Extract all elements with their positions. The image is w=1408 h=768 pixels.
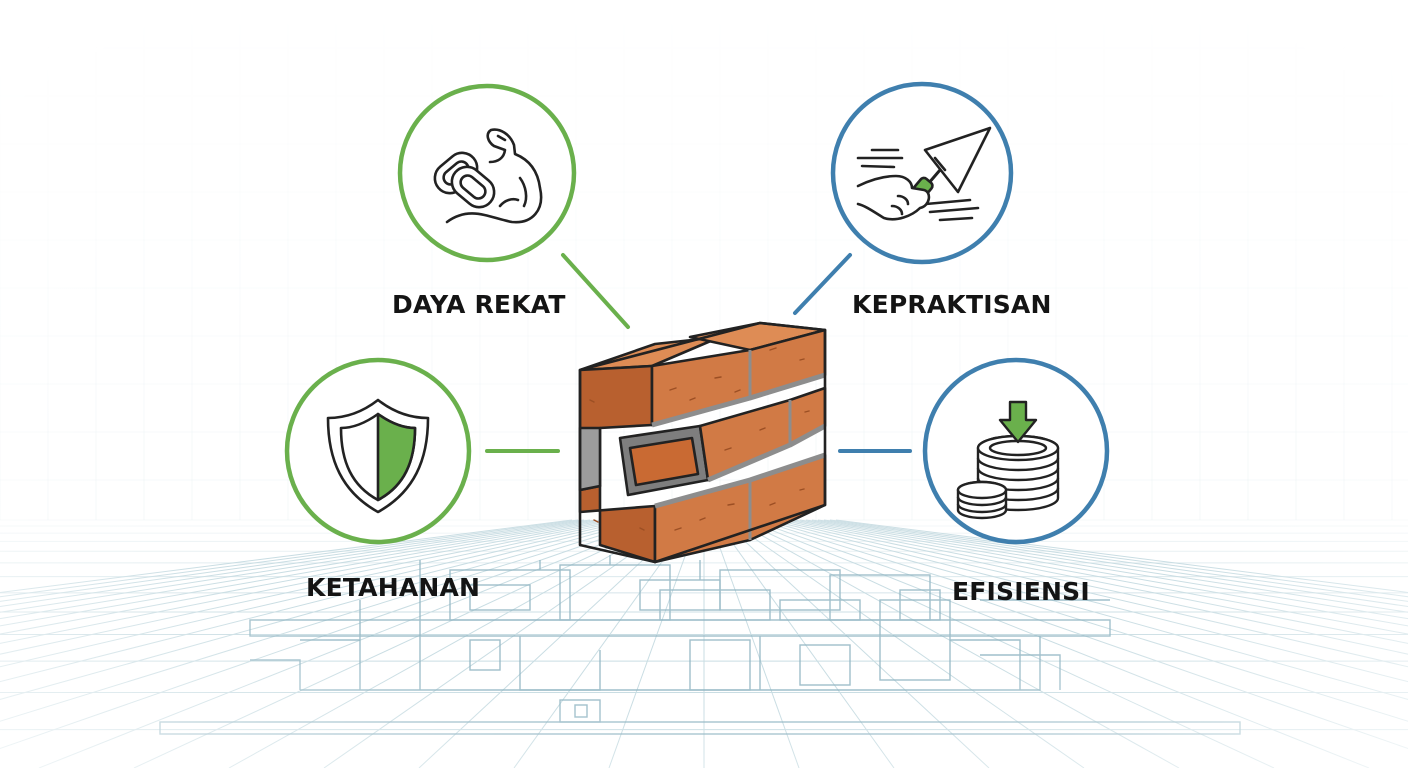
node-efisiensi xyxy=(922,357,1110,545)
label-efisiensi: EFISIENSI xyxy=(952,577,1090,606)
shield-icon xyxy=(326,398,430,514)
node-kepraktisan xyxy=(830,81,1014,265)
connector-lines xyxy=(485,253,912,453)
node-ketahanan xyxy=(284,357,472,545)
brick-wall-icon xyxy=(578,321,827,564)
trowel-hand-icon xyxy=(856,126,992,222)
node-daya-rekat xyxy=(397,83,577,263)
coin-stack-down-arrow-icon xyxy=(956,400,1060,520)
label-ketahanan: KETAHANAN xyxy=(306,573,481,602)
label-daya-rekat: DAYA REKAT xyxy=(392,290,566,319)
chain-link-bicep-icon xyxy=(433,128,543,224)
label-kepraktisan: KEPRAKTISAN xyxy=(852,290,1052,319)
ring-kepraktisan xyxy=(830,81,1014,265)
connector-daya-rekat xyxy=(561,253,630,329)
connector-kepraktisan xyxy=(793,253,852,315)
